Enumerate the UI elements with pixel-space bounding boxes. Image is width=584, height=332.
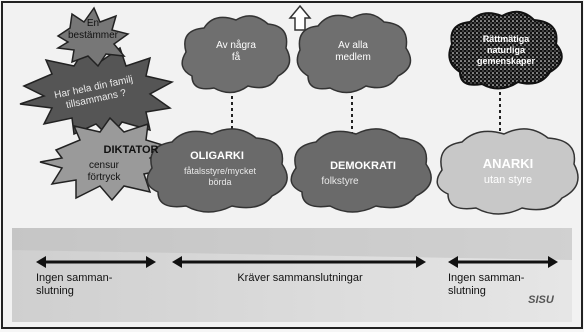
up-arrow-icon	[288, 4, 312, 31]
arrow-right-segment	[448, 256, 558, 268]
label-anarki-sub: utan styre	[483, 174, 533, 186]
star-en-bestammer	[55, 6, 130, 68]
label-gemenskaper: Rättmätiga naturliga gemenskaper	[476, 34, 536, 66]
label-av-alla: Av alla medlem	[335, 40, 371, 63]
star-diktator	[39, 116, 168, 202]
cloud-av-alla	[296, 13, 412, 94]
arrow-mid-segment	[172, 256, 426, 268]
label-diktator-sub: censur förtryck	[87, 160, 121, 183]
scale-wedge	[12, 228, 572, 260]
label-en-bestammer: En bestämmer	[67, 18, 118, 41]
label-oligarki-sub: fåtalsstyre/mycket börda	[183, 166, 257, 187]
label-demokrati-sub: folkstyre	[321, 176, 359, 187]
label-kraver: Kräver sammanslutningar	[237, 272, 363, 284]
sisu-logo: SISU	[528, 294, 554, 306]
label-ingen-left: Ingen samman- slutning	[36, 272, 113, 298]
label-anarki-title: ANARKI	[482, 156, 534, 171]
cloud-anarki	[436, 128, 579, 215]
cloud-gemenskaper	[448, 10, 563, 90]
label-diktator-title: DIKTATOR	[103, 144, 159, 156]
label-oligarki-title: OLIGARKI	[190, 150, 244, 162]
cloud-av-nagra-fa	[181, 15, 291, 94]
label-demokrati-title: DEMOKRATI	[330, 160, 396, 172]
cloud-demokrati	[290, 128, 432, 213]
cloud-oligarki	[146, 128, 288, 213]
arrow-left-segment	[36, 256, 156, 268]
label-av-nagra-fa: Av några få	[216, 40, 256, 63]
label-ingen-right: Ingen samman- slutning	[448, 272, 525, 298]
